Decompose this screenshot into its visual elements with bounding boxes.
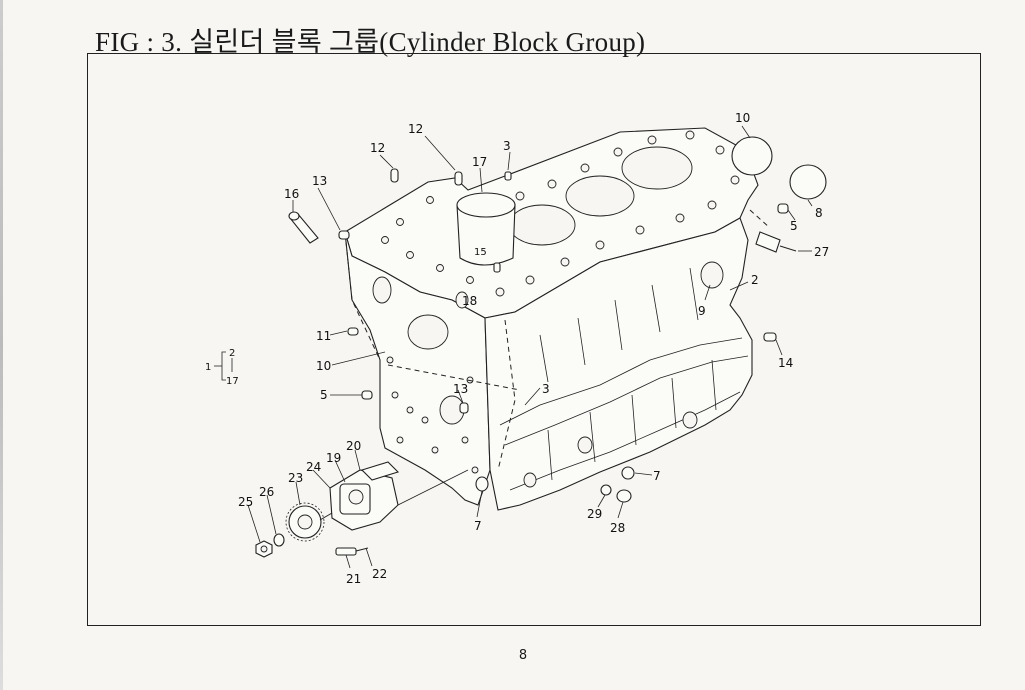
callout-13: 13 — [453, 382, 468, 396]
callout-3: 3 — [542, 382, 550, 396]
callout-15: 15 — [474, 247, 487, 258]
callout-13: 13 — [312, 174, 327, 188]
callout-25: 25 — [238, 495, 253, 509]
callout-10: 10 — [735, 111, 750, 125]
callout-8: 8 — [815, 206, 823, 220]
callout-2: 2 — [229, 348, 235, 359]
leader-lines — [247, 125, 813, 569]
callout-28: 28 — [610, 521, 625, 535]
pump-bolt — [335, 547, 369, 556]
callout-24: 24 — [306, 460, 321, 474]
callout-10: 10 — [316, 359, 331, 373]
callout-23: 23 — [288, 471, 303, 485]
callout-27: 27 — [814, 245, 829, 259]
callout-19: 19 — [326, 451, 341, 465]
callout-16: 16 — [284, 187, 299, 201]
callout-26: 26 — [259, 485, 274, 499]
callout-22: 22 — [372, 567, 387, 581]
page-number: 8 — [518, 648, 528, 663]
callout-7: 7 — [653, 469, 661, 483]
cylinder-liner — [456, 192, 516, 266]
callout-14: 14 — [778, 356, 793, 370]
callout-29: 29 — [587, 507, 602, 521]
assembly-bracket — [214, 351, 233, 381]
callout-2: 2 — [751, 273, 759, 287]
page-title: FIG : 3. 실린더 블록 그룹(Cylinder Block Group) — [95, 27, 646, 57]
callout-18: 18 — [462, 294, 477, 308]
callout-17: 17 — [472, 155, 487, 169]
callout-21: 21 — [346, 572, 361, 586]
idle-gear — [285, 502, 325, 542]
callout-5: 5 — [790, 219, 798, 233]
callout-5: 5 — [320, 388, 328, 402]
callout-12: 12 — [370, 141, 385, 155]
scan-edge — [0, 0, 3, 690]
oil-pump-assembly — [329, 461, 400, 531]
callout-3: 3 — [503, 139, 511, 153]
callout-17: 17 — [226, 376, 239, 387]
callout-labels: 12 12 3 17 13 16 10 8 5 27 2 9 15 18 14 … — [205, 111, 829, 586]
cylinder-block — [344, 127, 771, 511]
callout-11: 11 — [316, 329, 331, 343]
nut-and-washer — [255, 512, 333, 558]
callout-12: 12 — [408, 122, 423, 136]
callout-7: 7 — [474, 519, 482, 533]
small-parts — [288, 136, 827, 503]
callout-9: 9 — [698, 304, 706, 318]
callout-20: 20 — [346, 439, 361, 453]
figure-frame — [87, 53, 981, 626]
callout-1: 1 — [205, 362, 211, 373]
